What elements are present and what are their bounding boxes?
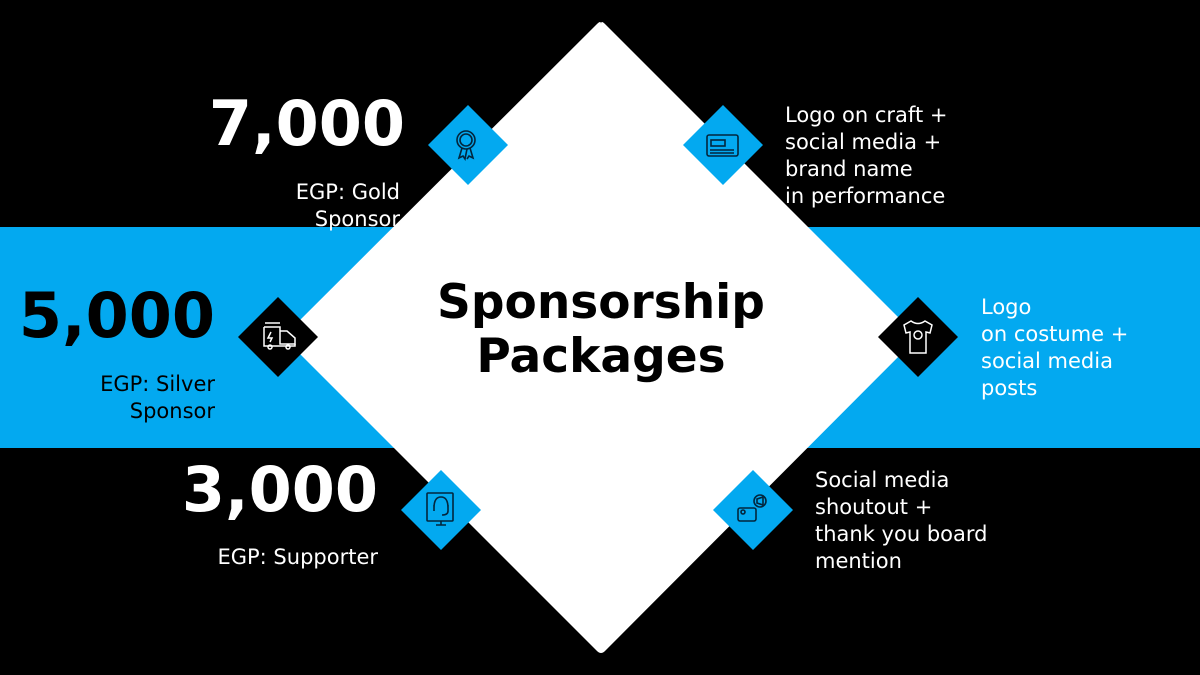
food-truck-icon	[238, 297, 318, 377]
gold-benefits: Logo on craft + social media + brand nam…	[785, 103, 948, 208]
silver-label: EGP: Silver Sponsor	[100, 372, 215, 423]
silver-amount: 5,000	[18, 279, 215, 352]
silver-benefits: Logo on costume + social media posts	[981, 295, 1129, 400]
gold-label: EGP: Gold Sponsor	[295, 180, 400, 231]
tshirt-logo-icon	[878, 297, 958, 377]
supporter-amount: 3,000	[181, 453, 378, 526]
supporter-label: EGP: Supporter	[217, 545, 378, 569]
gold-amount: 7,000	[208, 87, 405, 160]
supporter-benefits: Social media shoutout + thank you board …	[815, 468, 988, 573]
page-title: Sponsorship Packages	[437, 275, 765, 384]
social-shoutout-icon	[713, 470, 793, 550]
monitor-headset-icon	[401, 470, 481, 550]
award-ribbon-icon	[428, 105, 508, 185]
billboard-ad-icon	[683, 105, 763, 185]
